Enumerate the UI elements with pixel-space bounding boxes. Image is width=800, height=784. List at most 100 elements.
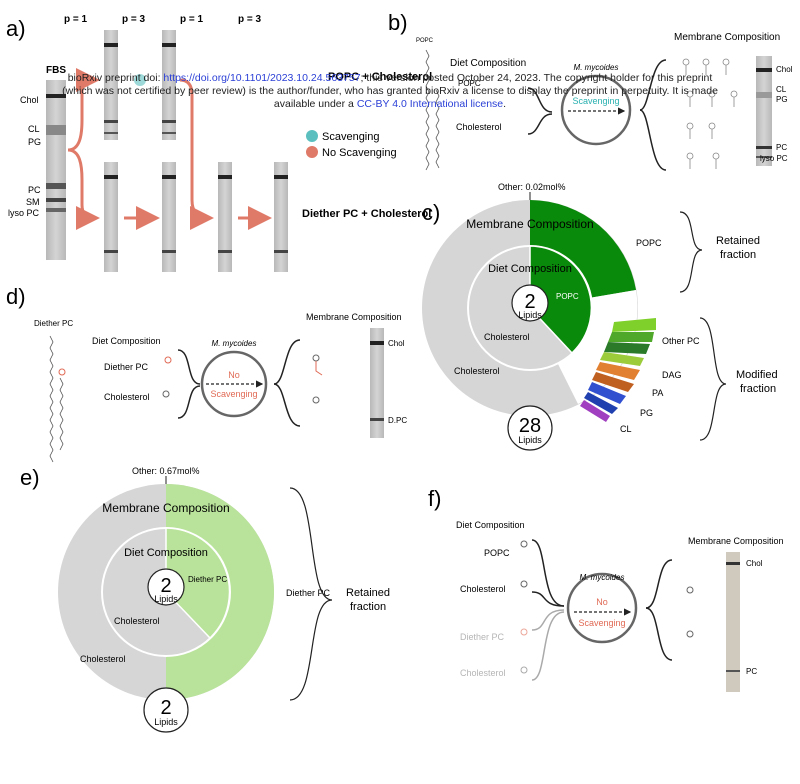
b-organism: M. mycoides bbox=[574, 63, 619, 72]
f-tlc-chol: Chol bbox=[746, 559, 763, 568]
d-tlc-dpc: D.PC bbox=[388, 416, 407, 425]
d-structure-icon bbox=[49, 335, 54, 463]
b-diet-title: Diet Composition bbox=[450, 58, 526, 69]
bottom-lanes bbox=[104, 162, 288, 272]
b-tlc-cl: CL bbox=[776, 85, 787, 94]
panel-e-label: e) bbox=[20, 465, 40, 490]
legend-no-scavenging: No Scavenging bbox=[322, 147, 397, 159]
d-diet-title: Diet Composition bbox=[92, 336, 161, 346]
e-inner-cholesterol: Cholesterol bbox=[114, 616, 160, 626]
c-outer-title: Membrane Composition bbox=[466, 217, 593, 231]
d-diet-cholesterol: Cholesterol bbox=[104, 392, 150, 402]
c-label-pa: PA bbox=[652, 388, 663, 398]
e-retained-line2: fraction bbox=[350, 601, 386, 613]
c-inner-popc-wedge bbox=[529, 245, 593, 355]
e-outer-cholesterol: Cholesterol bbox=[80, 654, 126, 664]
e-retained-brace bbox=[289, 487, 333, 701]
f-status-2: Scavenging bbox=[578, 618, 625, 628]
notice-license-link[interactable]: CC-BY 4.0 International license bbox=[356, 98, 504, 110]
f-diet-title: Diet Composition bbox=[456, 520, 525, 530]
c-inner-cholesterol: Cholesterol bbox=[484, 332, 530, 342]
legend-no-scavenging-swatch bbox=[306, 146, 318, 158]
d-organism: M. mycoides bbox=[212, 339, 257, 348]
f-faded-cholesterol: Cholesterol bbox=[460, 668, 506, 678]
panel-c: c) Other: 0.02mol% 2 Lipids Membrane Com… bbox=[422, 182, 778, 451]
panel-d-label: d) bbox=[6, 284, 26, 309]
panel-f-label: f) bbox=[428, 486, 441, 511]
b-organism-circle bbox=[560, 74, 632, 146]
b-membrane-title: Membrane Composition bbox=[674, 32, 780, 43]
e-outer-title: Membrane Composition bbox=[102, 501, 229, 515]
c-retained-line1: Retained bbox=[716, 235, 760, 247]
d-status-1: No bbox=[228, 370, 240, 380]
b-tlc-lyso-pc: lyso PC bbox=[760, 154, 788, 163]
c-center-number: 2 bbox=[524, 291, 535, 313]
panel-c-label: c) bbox=[422, 200, 440, 225]
c-label-dag: DAG bbox=[662, 370, 682, 380]
e-center-number: 2 bbox=[160, 575, 171, 597]
b-lipid-icons bbox=[682, 58, 738, 169]
flow-arrows bbox=[67, 68, 272, 230]
d-tlc-lane bbox=[370, 328, 384, 438]
lane-chol: Chol bbox=[20, 95, 39, 105]
lane-lyso-pc: lyso PC bbox=[8, 208, 40, 218]
d-diet-diether: Diether PC bbox=[104, 362, 149, 372]
p-header-1: p = 1 bbox=[64, 14, 88, 25]
f-diet-popc: POPC bbox=[484, 548, 510, 558]
e-side-label: Diether PC bbox=[286, 588, 331, 598]
c-label-pg: PG bbox=[640, 408, 653, 418]
p-header-4: p = 3 bbox=[238, 14, 262, 25]
e-retained-line1: Retained bbox=[346, 587, 390, 599]
preprint-notice: bioRxiv preprint doi: https://doi.org/10… bbox=[60, 72, 720, 111]
p-header-3: p = 1 bbox=[180, 14, 204, 25]
f-diet-cholesterol: Cholesterol bbox=[460, 584, 506, 594]
lane-cl: CL bbox=[28, 124, 40, 134]
notice-body: ; this version posted October 24, 2023. … bbox=[62, 72, 718, 110]
b-tlc-pc: PC bbox=[776, 143, 787, 152]
top-lanes bbox=[104, 30, 176, 140]
panel-a-label: a) bbox=[6, 16, 26, 41]
panel-d: d) Diether PC Diet Composition Diether P… bbox=[6, 284, 407, 463]
d-status-2: Scavenging bbox=[210, 389, 257, 399]
f-organism-circle bbox=[566, 572, 638, 644]
f-tlc-pc: PC bbox=[746, 667, 757, 676]
lane-pc: PC bbox=[28, 185, 41, 195]
legend-scavenging-swatch bbox=[306, 130, 318, 142]
panel-b-label: b) bbox=[388, 10, 408, 35]
c-modified-line1: Modified bbox=[736, 369, 778, 381]
d-membrane-title: Membrane Composition bbox=[306, 312, 402, 322]
c-retained-brace bbox=[679, 211, 703, 293]
d-tlc-chol: Chol bbox=[388, 339, 405, 348]
p-header-2: p = 3 bbox=[122, 14, 146, 25]
b-tlc-lane bbox=[756, 56, 772, 166]
bottom-condition: Diether PC + Cholesterol bbox=[302, 208, 431, 220]
notice-end: . bbox=[503, 98, 507, 110]
c-inner-title: Diet Composition bbox=[488, 263, 572, 275]
notice-doi-link[interactable]: https://doi.org/10.1101/2023.10.24.56375… bbox=[163, 72, 361, 84]
panel-e: e) Other: 0.67mol% 2 Lipids Membrane Com… bbox=[20, 465, 390, 733]
e-center-word: Lipids bbox=[154, 594, 178, 604]
lane-pg: PG bbox=[28, 137, 41, 147]
c-modified-brace bbox=[699, 317, 727, 441]
c-center-word: Lipids bbox=[518, 310, 542, 320]
c-label-other-pc: Other PC bbox=[662, 336, 700, 346]
c-outer-cholesterol: Cholesterol bbox=[454, 366, 500, 376]
c-bottom-number: 28 bbox=[519, 415, 541, 437]
c-other-label: Other: 0.02mol% bbox=[498, 182, 566, 192]
b-tlc-chol: Chol bbox=[776, 65, 793, 74]
top-condition: POPC + Cholesterol bbox=[328, 71, 432, 83]
e-other-label: Other: 0.67mol% bbox=[132, 466, 200, 476]
e-inner-diether: Diether PC bbox=[188, 575, 227, 584]
notice-prefix: bioRxiv preprint doi: bbox=[67, 72, 164, 84]
fbs-label: FBS bbox=[46, 65, 66, 76]
panel-a: a) p = 1 p = 3 p = 1 p = 3 FBS Chol CL P… bbox=[6, 14, 432, 272]
e-bottom-number: 2 bbox=[160, 697, 171, 719]
lane-sm: SM bbox=[26, 197, 40, 207]
b-status: Scavenging bbox=[572, 96, 619, 106]
f-status-1: No bbox=[596, 597, 608, 607]
c-modified-line2: fraction bbox=[740, 383, 776, 395]
c-bottom-word: Lipids bbox=[518, 435, 542, 445]
f-tlc-lane bbox=[726, 552, 740, 692]
e-inner-diether-wedge bbox=[165, 527, 231, 640]
